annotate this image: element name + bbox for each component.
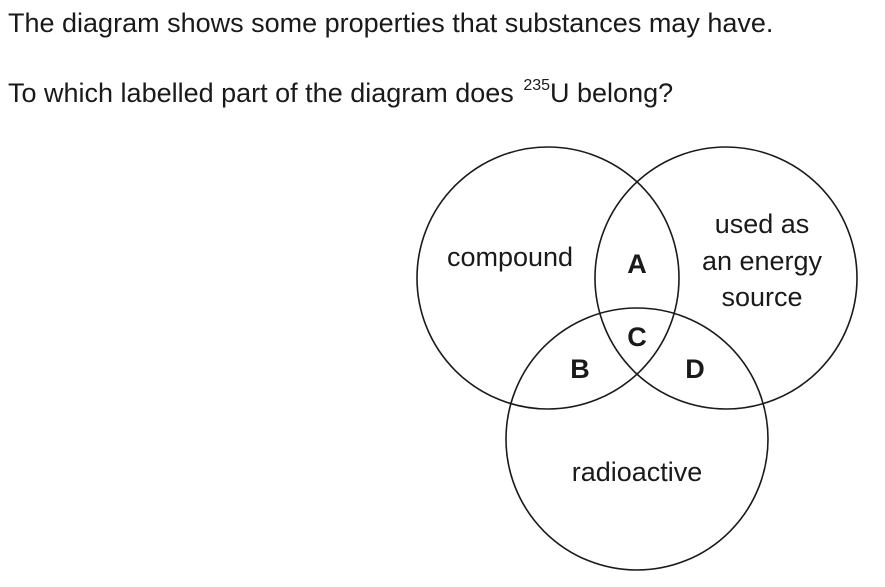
energy-source-label-line2: an energy — [702, 246, 823, 276]
isotope-symbol: U — [550, 78, 570, 108]
mass-number: 235 — [523, 77, 551, 94]
energy-source-circle — [594, 146, 858, 410]
compound-circle — [416, 146, 680, 410]
radioactive-circle — [505, 307, 769, 571]
question-prefix: To which labelled part of the diagram do… — [8, 78, 522, 108]
energy-source-label-line3: source — [721, 282, 802, 312]
intro-text: The diagram shows some properties that s… — [8, 8, 774, 38]
compound-label: compound — [447, 242, 573, 272]
region-b-label: B — [570, 354, 590, 384]
region-c-label: C — [627, 322, 647, 352]
radioactive-label: radioactive — [572, 457, 703, 487]
question-suffix: belong? — [569, 78, 674, 108]
energy-source-label-line1: used as — [715, 209, 810, 239]
question-text: To which labelled part of the diagram do… — [8, 77, 674, 108]
region-a-label: A — [627, 249, 647, 279]
region-d-label: D — [685, 354, 705, 384]
